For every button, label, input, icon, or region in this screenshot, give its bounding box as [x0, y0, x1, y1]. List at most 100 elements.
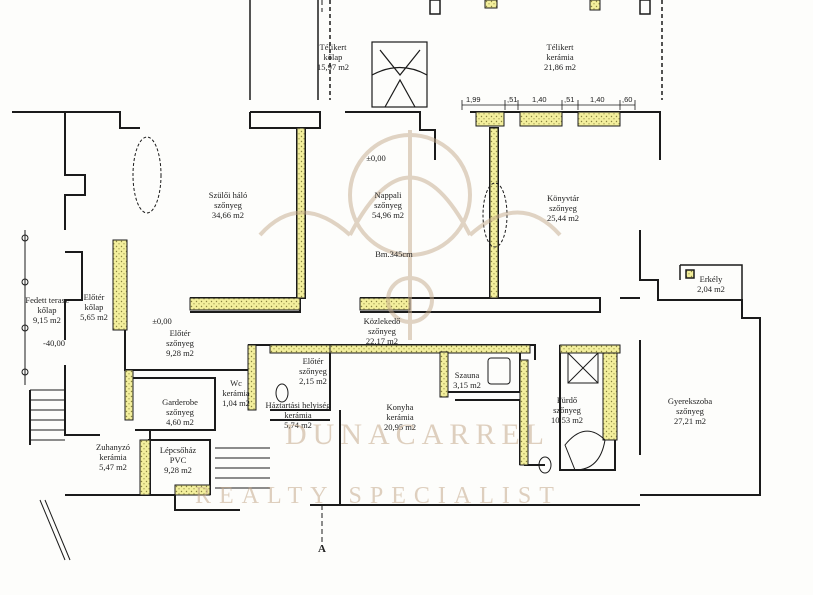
room-label-zuhanyzo: Zuhanyzó kerámia 5,47 m2 [96, 442, 130, 472]
room-floor: szőnyeg [368, 326, 396, 336]
room-area: 15,97 m2 [316, 62, 350, 72]
dimension-label: ,51 [564, 95, 575, 104]
room-name: Háztartási helyiség [265, 400, 331, 410]
room-label-konyha: Konyha kerámia 20,95 m2 [384, 402, 416, 432]
dimension-label: 1,40 [532, 95, 547, 104]
room-area: 34,66 m2 [211, 210, 245, 220]
watermark-tagline: REALTY SPECIALIST [195, 483, 562, 509]
room-name: Előtér [83, 292, 105, 302]
section-marker: A [318, 543, 326, 555]
level-marker-eloter: ±0,00 [152, 316, 172, 326]
dimension-label: 1,40 [590, 95, 605, 104]
room-area: 4,60 m2 [166, 417, 194, 427]
watermark-logo [258, 130, 562, 340]
balcony [679, 264, 743, 300]
room-name: Gyerekszoba [667, 396, 713, 406]
room-label-fedett-terasz: Fedett terasz kőlap 9,15 m2 [25, 295, 68, 325]
ceiling-height: Bm.345cm [375, 249, 413, 259]
room-label-lepcsohaz: Lépcsőház PVC 9,28 m2 [160, 445, 196, 475]
room-area: 5,65 m2 [80, 312, 108, 322]
room-label-telikert-1: Télikert kőlap 15,97 m2 [317, 42, 349, 72]
winter-garden-columns [249, 0, 663, 100]
room-area: 10,53 m2 [550, 415, 584, 425]
room-floor: PVC [169, 455, 187, 465]
interior-stairs [39, 447, 270, 561]
insulation-blocks [112, 0, 621, 496]
dimension-line [461, 100, 636, 110]
room-area: 9,28 m2 [166, 348, 194, 358]
room-floor: szőnyeg [166, 407, 194, 417]
room-label-gardrobe: Garderobe szőnyeg 4,60 m2 [162, 397, 198, 427]
dimension-label: 1,99 [466, 95, 481, 104]
room-name: Nappali [374, 190, 402, 200]
room-name: Könyvtár [546, 193, 580, 203]
room-label-erkely: Erkély 2,04 m2 [697, 274, 725, 294]
room-area: 3,15 m2 [453, 380, 481, 390]
room-area: 27,21 m2 [673, 416, 707, 426]
room-floor: szőnyeg [166, 338, 194, 348]
left-stairs [21, 230, 65, 441]
room-name: Előtér [302, 356, 324, 366]
room-label-haztartasi: Háztartási helyiség kerámia 5,74 m2 [266, 400, 331, 430]
room-area: 21,86 m2 [543, 62, 577, 72]
room-label-konyvtar: Könyvtár szőnyeg 25,44 m2 [547, 193, 579, 223]
room-label-furdo: Fürdő szőnyeg 10,53 m2 [551, 395, 583, 425]
room-area: 1,04 m2 [222, 398, 250, 408]
room-area: 25,44 m2 [546, 213, 580, 223]
room-name: Zuhanyzó [96, 442, 130, 452]
room-floor: szőnyeg [374, 200, 402, 210]
room-floor: szőnyeg [553, 405, 581, 415]
dimension-label: ,51 [507, 95, 518, 104]
room-floor: kőlap [323, 52, 343, 62]
room-floor: kőlap [84, 302, 104, 312]
room-area: 20,95 m2 [383, 422, 417, 432]
room-name: Szauna [454, 370, 480, 380]
room-area: 5,47 m2 [99, 462, 127, 472]
room-area: 54,96 m2 [371, 210, 405, 220]
room-area: 2,04 m2 [697, 284, 725, 294]
room-floor: kerámia [284, 410, 312, 420]
room-floor: szőnyeg [676, 406, 704, 416]
room-label-szuloi-halo: Szülői háló szőnyeg 34,66 m2 [209, 190, 247, 220]
room-name: Fedett terasz [25, 295, 69, 305]
room-floor: kerámia [386, 412, 414, 422]
room-area: 9,15 m2 [33, 315, 61, 325]
level-marker-nappali: ±0,00 [366, 153, 386, 163]
room-label-eloter-szonyeg-2: Előtér szőnyeg 2,15 m2 [299, 356, 327, 386]
room-floor: szőnyeg [549, 203, 577, 213]
room-area: 22,17 m2 [365, 336, 399, 346]
room-area: 5,74 m2 [284, 420, 312, 430]
room-name: Közlekedő [363, 316, 401, 326]
room-label-nappali: Nappali szőnyeg 54,96 m2 [372, 190, 404, 220]
spiral-staircase [371, 41, 428, 108]
room-label-szauna: Szauna 3,15 m2 [453, 370, 481, 390]
room-floor: szőnyeg [299, 366, 327, 376]
room-name: Lépcsőház [159, 445, 197, 455]
room-area: 2,15 m2 [299, 376, 327, 386]
room-name: Erkély [699, 274, 723, 284]
room-area: 9,28 m2 [164, 465, 192, 475]
room-name: Szülői háló [208, 190, 248, 200]
room-floor: kerámia [546, 52, 574, 62]
level-marker-terasz: -40,00 [43, 338, 65, 348]
room-label-gyerekszoba: Gyerekszoba szőnyeg 27,21 m2 [668, 396, 712, 426]
room-name: Wc [230, 378, 242, 388]
room-floor: kerámia [222, 388, 250, 398]
room-label-eloter-kolap: Előtér kőlap 5,65 m2 [80, 292, 108, 322]
room-label-eloter-szonyeg-1: Előtér szőnyeg 9,28 m2 [166, 328, 194, 358]
room-name: Előtér [169, 328, 191, 338]
room-floor: kerámia [99, 452, 127, 462]
room-floor: szőnyeg [214, 200, 242, 210]
room-label-telikert-2: Télikert kerámia 21,86 m2 [544, 42, 576, 72]
watermark-brand: DUNACARREL [285, 418, 551, 451]
dimension-label: ,60 [622, 95, 633, 104]
bathroom-fixtures [275, 352, 606, 474]
room-name: Télikert [319, 42, 347, 52]
room-name: Fürdő [556, 395, 578, 405]
room-name: Konyha [386, 402, 414, 412]
room-label-kozlekedo: Közlekedő szőnyeg 22,17 m2 [364, 316, 401, 346]
room-name: Garderobe [162, 397, 198, 407]
room-floor: kőlap [37, 305, 57, 315]
